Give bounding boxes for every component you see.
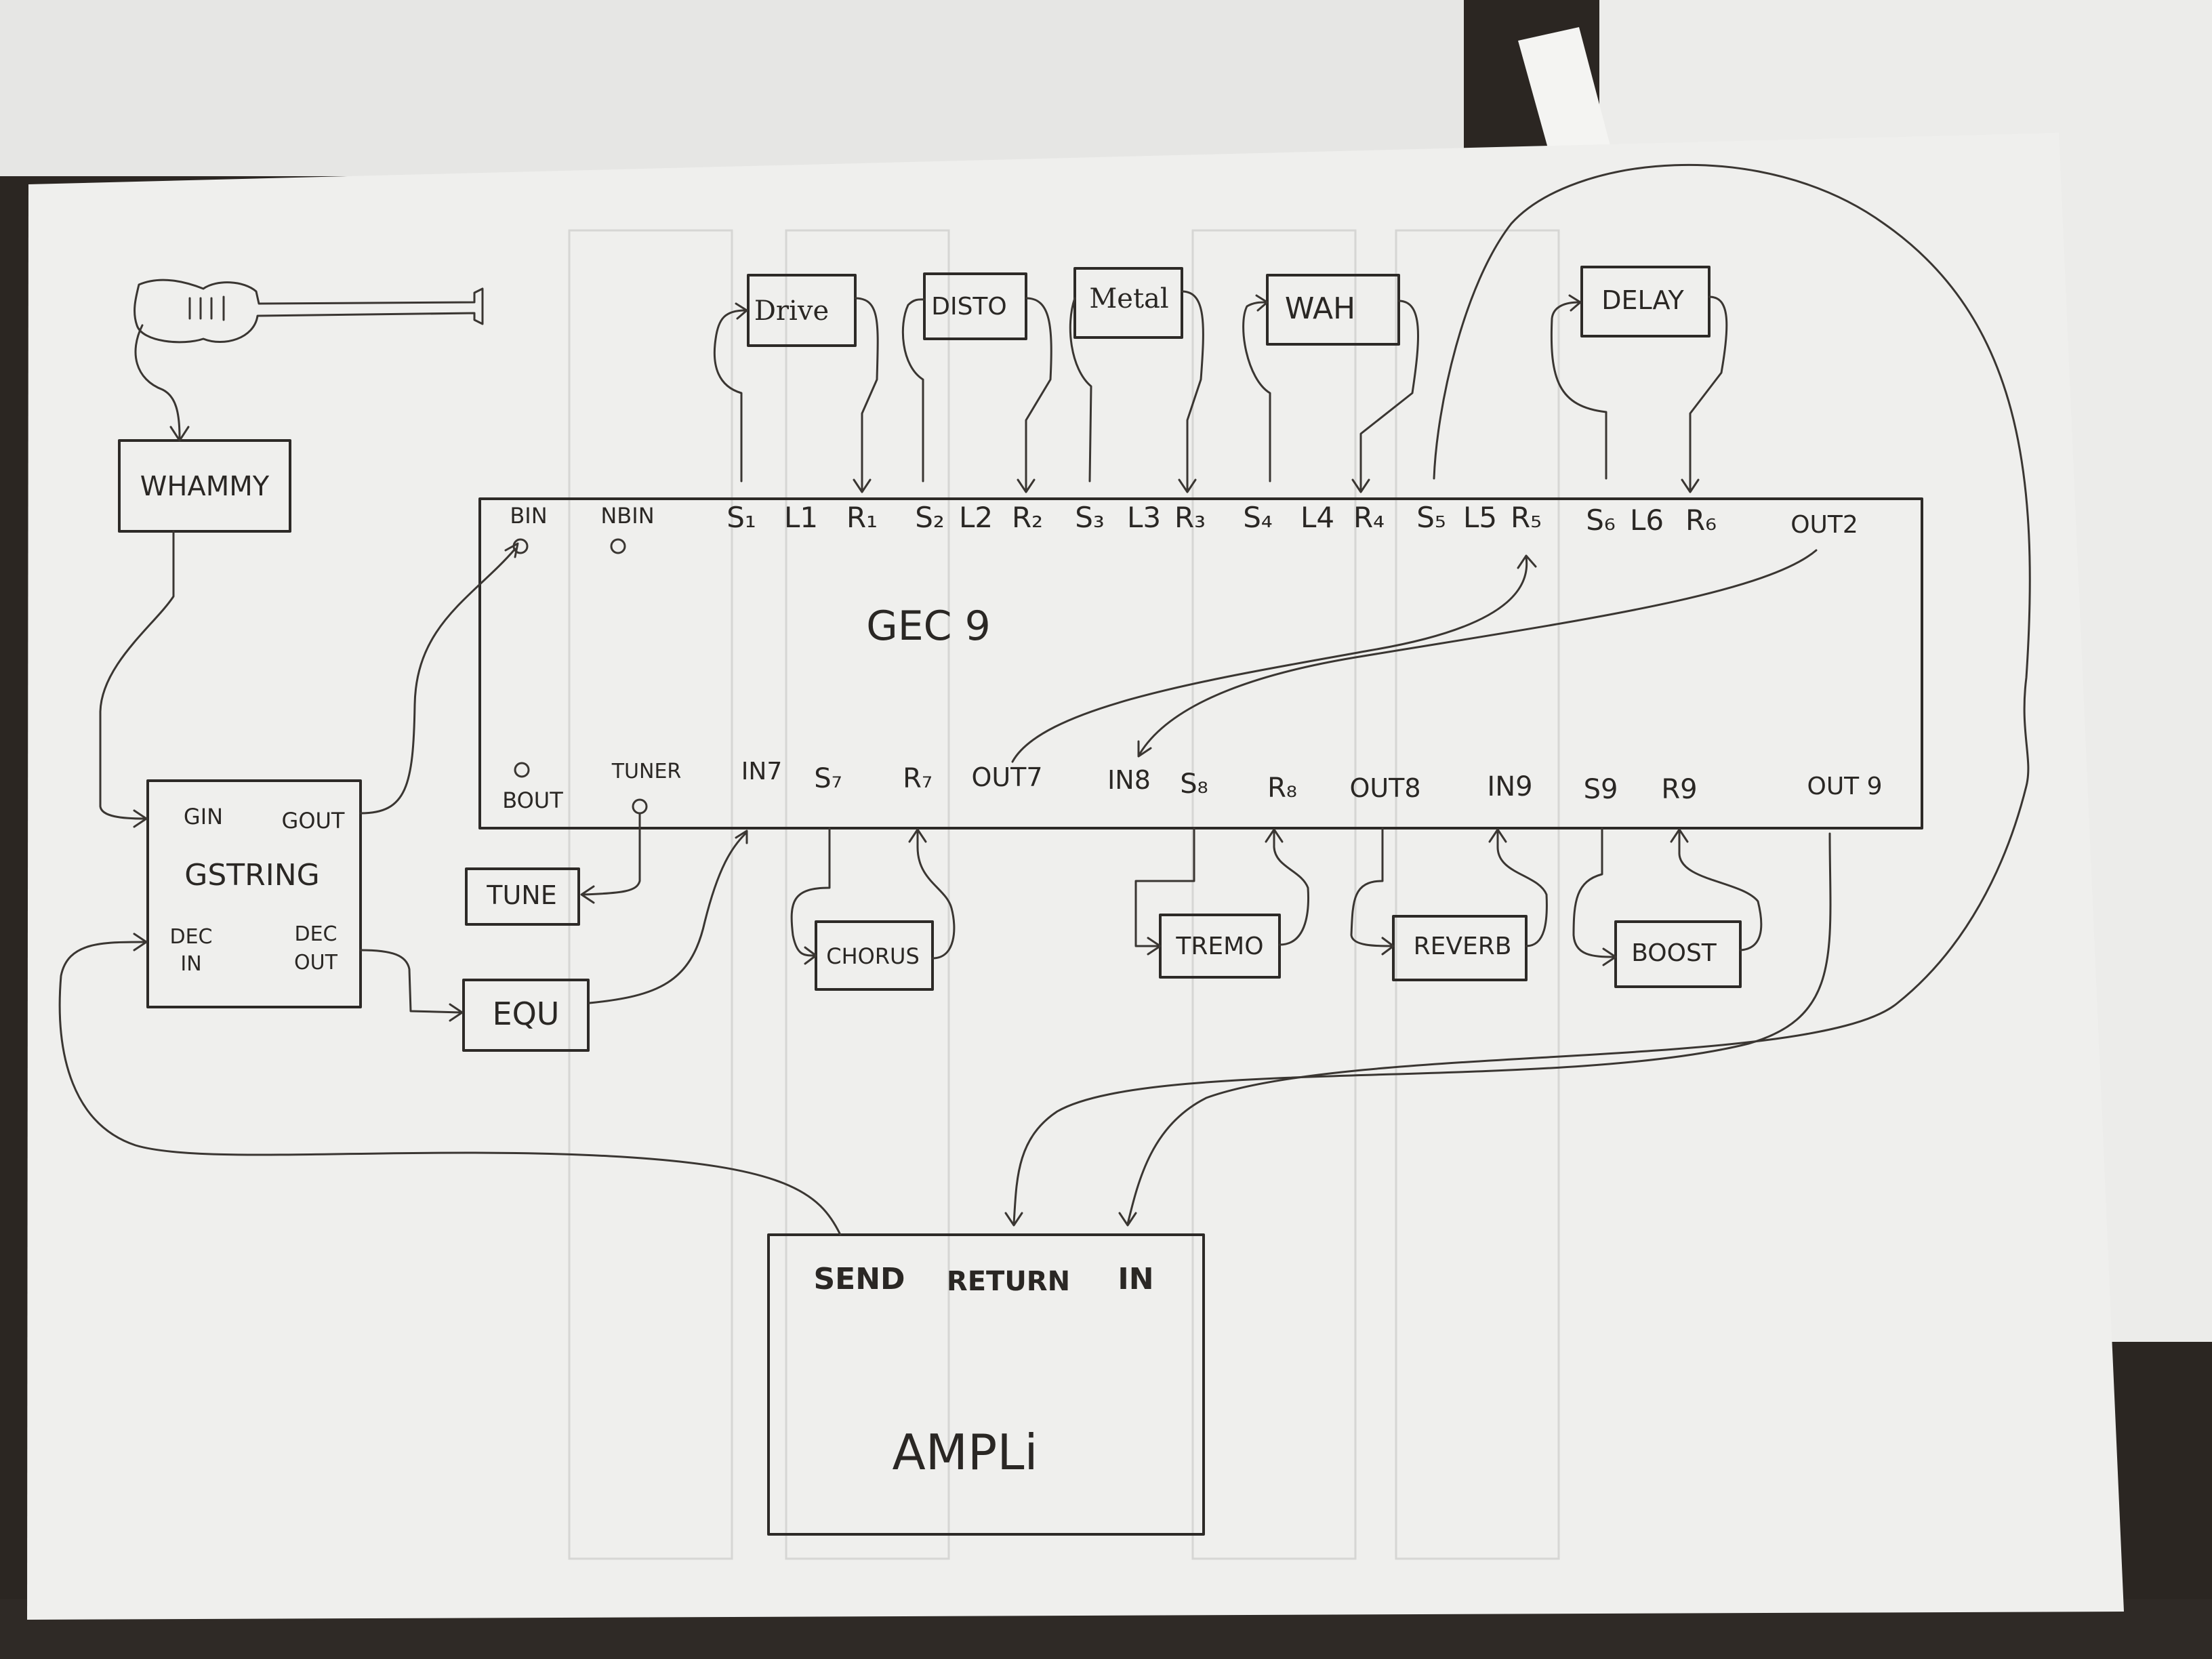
port-l5: L5 xyxy=(1463,501,1497,534)
ampli-label: AMPLi xyxy=(893,1424,1038,1481)
gstring-dec-in-label-1: DEC xyxy=(169,925,212,949)
pedal-boost: BOOST xyxy=(1614,920,1742,988)
background-sheet-corner xyxy=(1518,27,1613,163)
port-s6: S₆ xyxy=(1586,504,1616,537)
gec9-box xyxy=(478,497,1923,830)
port-bin: BIN xyxy=(510,503,547,529)
port-r6: R₆ xyxy=(1685,504,1717,537)
ampli-return-label: RETURN xyxy=(947,1266,1070,1297)
port-out2: OUT2 xyxy=(1790,511,1858,539)
port-r3: R₃ xyxy=(1174,501,1206,534)
background-sheet-top xyxy=(0,0,1464,176)
port-out9: OUT 9 xyxy=(1807,773,1882,800)
cables xyxy=(58,163,2031,1236)
pedal-delay: DELAY xyxy=(1580,266,1711,337)
port-s9: S9 xyxy=(1584,774,1618,805)
port-s3: S₃ xyxy=(1075,501,1105,534)
port-r8: R₈ xyxy=(1267,773,1297,804)
port-in9: IN9 xyxy=(1487,771,1532,802)
gstring-box xyxy=(146,779,362,1008)
port-l1: L1 xyxy=(784,501,818,534)
port-l2: L2 xyxy=(959,501,993,534)
whammy-label: WHAMMY xyxy=(140,471,270,502)
port-r7: R₇ xyxy=(903,763,933,794)
port-s2: S₂ xyxy=(915,501,945,534)
tune-box xyxy=(465,867,580,926)
port-out7: OUT7 xyxy=(971,762,1042,792)
pedal-metal: Metal xyxy=(1073,267,1183,339)
paper-show-through xyxy=(568,229,1560,1560)
port-l4: L4 xyxy=(1300,501,1334,534)
port-s5: S₅ xyxy=(1416,501,1446,534)
pedal-wah-label: WAH xyxy=(1285,291,1355,326)
ampli-send-label: SEND xyxy=(813,1262,905,1296)
tune-label: TUNE xyxy=(486,880,556,910)
pedal-drive-label: Drive xyxy=(754,295,829,327)
pedal-drive: Drive xyxy=(747,274,857,347)
port-in8: IN8 xyxy=(1107,765,1151,795)
gstring-label: GSTRING xyxy=(184,858,319,893)
gec9-bottom-ports: BOUT TUNER IN7 S₇ R₇ OUT7 IN8 S₈ R₈ OUT8… xyxy=(502,758,1883,815)
port-nbin: NBIN xyxy=(600,503,654,529)
paper-sheet xyxy=(27,133,2124,1620)
port-bout: BOUT xyxy=(502,787,563,813)
gec9-label: GEC 9 xyxy=(866,602,991,650)
port-tuner: TUNER xyxy=(611,760,682,783)
port-r2: R₂ xyxy=(1012,501,1043,534)
port-in7: IN7 xyxy=(741,758,782,785)
pedal-tremo-label: TREMO xyxy=(1175,933,1263,960)
pedal-delay-label: DELAY xyxy=(1601,285,1684,315)
port-s7: S₇ xyxy=(814,763,842,794)
port-s4: S₄ xyxy=(1243,501,1273,534)
gstring-dec-out-label-2: OUT xyxy=(294,951,338,975)
port-l6: L6 xyxy=(1630,504,1664,537)
port-s8: S₈ xyxy=(1180,769,1208,800)
gstring-dec-out-label-1: DEC xyxy=(294,922,337,946)
guitar-icon xyxy=(134,279,484,344)
port-r4: R₄ xyxy=(1353,501,1385,534)
port-out8: OUT8 xyxy=(1349,773,1420,803)
port-s1: S₁ xyxy=(726,501,756,534)
gstring-gin-label: GIN xyxy=(184,804,223,830)
pedal-disto-label: DISTO xyxy=(931,293,1007,321)
pedal-chorus-label: CHORUS xyxy=(826,943,920,969)
pedal-disto: DISTO xyxy=(923,272,1027,340)
equ-box xyxy=(462,979,590,1052)
gec9-top-ports: BIN NBIN S₁ L1 R₁ S₂ L2 R₂ S₃ L3 R₃ S₄ L… xyxy=(510,501,1858,554)
pedal-tremo: TREMO xyxy=(1159,914,1281,979)
port-l3: L3 xyxy=(1127,501,1161,534)
port-r5: R₅ xyxy=(1511,501,1542,534)
gstring-dec-in-label-2: IN xyxy=(180,952,201,976)
jack-nbin xyxy=(610,538,626,554)
gstring-gout-label: GOUT xyxy=(282,808,345,834)
pedal-boost-label: BOOST xyxy=(1631,939,1717,967)
port-r9: R9 xyxy=(1661,774,1697,805)
pedal-reverb-label: REVERB xyxy=(1414,933,1512,960)
jack-bout xyxy=(514,762,530,778)
pedal-wah: WAH xyxy=(1266,274,1400,346)
port-r1: R₁ xyxy=(846,501,878,534)
pedal-reverb: REVERB xyxy=(1392,915,1528,981)
whammy-box xyxy=(118,439,291,533)
ampli-box xyxy=(767,1233,1205,1536)
pedal-metal-label: Metal xyxy=(1089,283,1168,314)
ampli-in-label: IN xyxy=(1118,1262,1153,1296)
pedal-chorus: CHORUS xyxy=(815,920,934,991)
equ-label: EQU xyxy=(493,996,560,1032)
